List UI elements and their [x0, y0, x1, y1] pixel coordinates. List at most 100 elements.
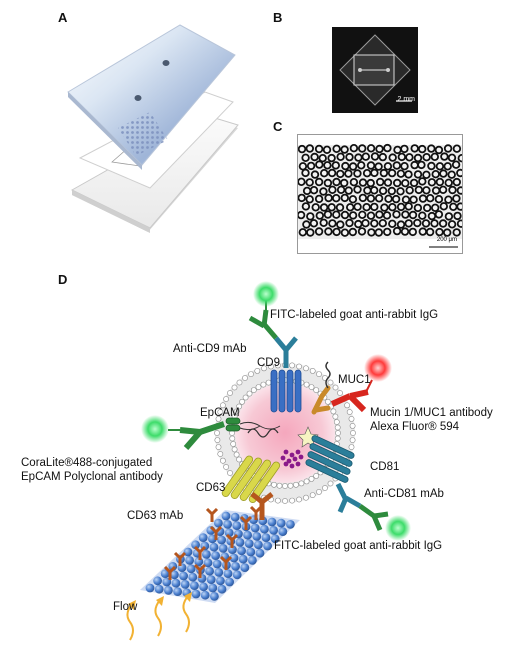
lipid-head [261, 365, 267, 372]
micropillar [340, 145, 349, 154]
micropillar [322, 145, 332, 154]
lipid-head [303, 381, 310, 388]
capture-bead [145, 583, 155, 593]
micropillar [448, 185, 457, 195]
micropillar [430, 203, 440, 212]
capture-bead [214, 518, 223, 528]
micropillar [340, 193, 349, 203]
capture-bead [211, 551, 221, 560]
micropillar [409, 195, 418, 204]
label-flow: Flow [113, 601, 138, 613]
micropillar [417, 144, 427, 154]
micropillar [387, 168, 397, 178]
micropillar [340, 178, 349, 188]
micropillar [435, 177, 445, 187]
capture-bead [198, 533, 208, 542]
surface-cd63-mabs [163, 505, 263, 580]
lipid-head [334, 435, 341, 442]
lipid-head [334, 424, 341, 431]
micropillar [357, 227, 367, 236]
lipid-head [308, 384, 315, 390]
micropillar [358, 178, 368, 187]
micropillar [336, 152, 345, 161]
label-fitc-top: FITC-labeled goat anti-rabbit IgG [270, 309, 438, 321]
lipid-head [289, 497, 295, 504]
lipid-head [327, 480, 334, 487]
capture-bead [223, 520, 233, 529]
micropillar [328, 219, 337, 228]
label-fitc-bottom: FITC-labeled goat anti-rabbit IgG [274, 540, 442, 552]
micropillar [301, 153, 310, 162]
micropillar [430, 152, 439, 161]
micropillar [443, 162, 452, 171]
capture-bead [278, 527, 288, 536]
micropillar [388, 153, 397, 162]
lipid-head [274, 362, 281, 369]
capture-bead [171, 578, 181, 588]
micropillar [456, 219, 462, 228]
lipid-head [267, 363, 274, 370]
lipid-head [231, 446, 238, 453]
capture-bead [230, 512, 240, 522]
micropillar [408, 227, 417, 237]
micropillar [413, 153, 423, 163]
micropillar [397, 152, 406, 162]
lipid-head [349, 422, 356, 429]
micropillar [392, 210, 401, 219]
micropillar [422, 186, 431, 195]
capture-bead [153, 576, 163, 586]
lipid-head [293, 481, 299, 488]
capture-bead [190, 581, 199, 590]
lipid-head [287, 482, 294, 489]
lipid-head [296, 363, 302, 370]
micropillar [332, 194, 341, 203]
micropillar [314, 177, 324, 187]
label-mucin1-line1: Mucin 1/MUC1 antibody [370, 407, 493, 419]
lipid-head [255, 384, 262, 390]
lipid-head [303, 494, 309, 501]
micropillar [370, 152, 380, 161]
micropillar [309, 186, 319, 195]
micropillar [348, 211, 358, 220]
panel-c-micrograph: 200 μm [297, 134, 463, 254]
micropillar [332, 177, 341, 187]
micropillar [298, 228, 308, 237]
capture-bead [214, 568, 224, 577]
label-muc1: MUC1 [338, 374, 371, 386]
micropillar [457, 154, 462, 163]
micropillar [310, 152, 319, 162]
cargo-dot [286, 458, 292, 464]
micropillar [434, 145, 444, 155]
micropillar [447, 170, 456, 179]
micropillar [306, 212, 315, 221]
micropillar [388, 202, 397, 212]
micropillar [425, 194, 435, 203]
cargo-dot [298, 454, 304, 460]
lipid-head [282, 498, 288, 504]
lipid-head [236, 379, 243, 386]
micropillar [340, 228, 350, 237]
cargo-dot [283, 449, 289, 455]
micropillar [353, 202, 362, 211]
micropillar [400, 144, 409, 154]
lipid-head [274, 497, 281, 504]
lipid-head [348, 444, 355, 450]
lipid-head [223, 464, 229, 470]
lipid-head [219, 457, 226, 464]
micropillar [408, 210, 418, 220]
micropillar [392, 178, 402, 188]
capture-bead [237, 546, 247, 556]
capture-bead [276, 518, 286, 528]
micropillar [439, 169, 448, 178]
capture-bead [254, 540, 263, 550]
lipid-head [349, 437, 356, 443]
micropillar [452, 228, 461, 237]
micropillar [324, 227, 333, 236]
top-glass-slide [67, 24, 236, 170]
micropillar [413, 218, 422, 228]
lipid-head [227, 390, 233, 396]
micropillar [374, 162, 383, 171]
surface-cd63-mab [239, 515, 253, 530]
micropillar [375, 144, 384, 154]
micropillar [383, 178, 393, 187]
